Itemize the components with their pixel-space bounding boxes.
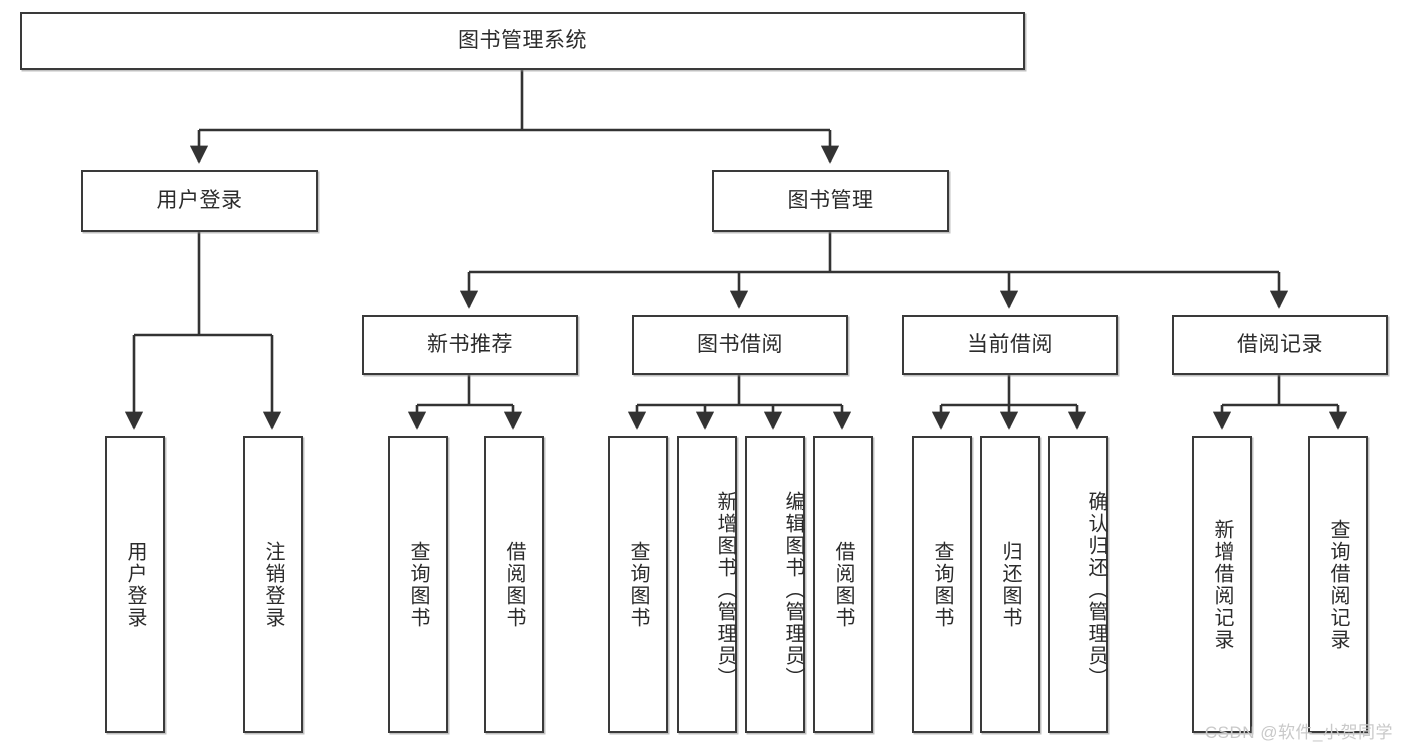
node-label: 借阅记录 — [1237, 333, 1323, 357]
node-label: 查询借阅记录 — [1327, 518, 1349, 651]
node-label: 编辑图书（管理员） — [782, 490, 804, 689]
node-book-borrow[interactable]: 图书借阅 — [632, 315, 848, 375]
leaf-query-borrow-record[interactable]: 查询借阅记录 — [1308, 436, 1368, 733]
node-label: 图书借阅 — [697, 333, 783, 357]
node-user-login[interactable]: 用户登录 — [81, 170, 318, 232]
leaf-user-login[interactable]: 用户登录 — [105, 436, 165, 733]
node-label: 用户登录 — [124, 540, 146, 629]
leaf-query-book-newbook[interactable]: 查询图书 — [388, 436, 448, 733]
node-new-book-recommend[interactable]: 新书推荐 — [362, 315, 578, 375]
node-label: 图书管理系统 — [458, 29, 587, 53]
node-label: 借阅图书 — [832, 540, 854, 629]
node-label: 归还图书 — [999, 540, 1021, 629]
node-label: 图书管理 — [787, 189, 874, 213]
node-borrow-records[interactable]: 借阅记录 — [1172, 315, 1388, 375]
leaf-logout-login[interactable]: 注销登录 — [243, 436, 303, 733]
node-label: 新增图书（管理员） — [714, 490, 736, 689]
leaf-borrow-book-newbook[interactable]: 借阅图书 — [484, 436, 544, 733]
node-label: 查询图书 — [407, 540, 429, 629]
leaf-edit-book-admin[interactable]: 编辑图书（管理员） — [745, 436, 805, 733]
leaf-add-borrow-record[interactable]: 新增借阅记录 — [1192, 436, 1252, 733]
leaf-query-book-borrow[interactable]: 查询图书 — [608, 436, 668, 733]
leaf-add-book-admin[interactable]: 新增图书（管理员） — [677, 436, 737, 733]
leaf-query-book-current[interactable]: 查询图书 — [912, 436, 972, 733]
node-label: 注销登录 — [262, 540, 284, 629]
node-root-system[interactable]: 图书管理系统 — [20, 12, 1025, 70]
node-label: 当前借阅 — [967, 333, 1053, 357]
node-label: 查询图书 — [627, 540, 649, 629]
node-label: 新书推荐 — [427, 333, 513, 357]
node-current-borrow[interactable]: 当前借阅 — [902, 315, 1118, 375]
node-label: 借阅图书 — [503, 540, 525, 629]
node-label: 用户登录 — [156, 189, 243, 213]
leaf-return-book[interactable]: 归还图书 — [980, 436, 1040, 733]
node-label: 确认归还（管理员） — [1085, 490, 1107, 689]
node-label: 查询图书 — [931, 540, 953, 629]
node-label: 新增借阅记录 — [1211, 518, 1233, 651]
leaf-borrow-book-borrow[interactable]: 借阅图书 — [813, 436, 873, 733]
leaf-confirm-return-admin[interactable]: 确认归还（管理员） — [1048, 436, 1108, 733]
node-book-management[interactable]: 图书管理 — [712, 170, 949, 232]
